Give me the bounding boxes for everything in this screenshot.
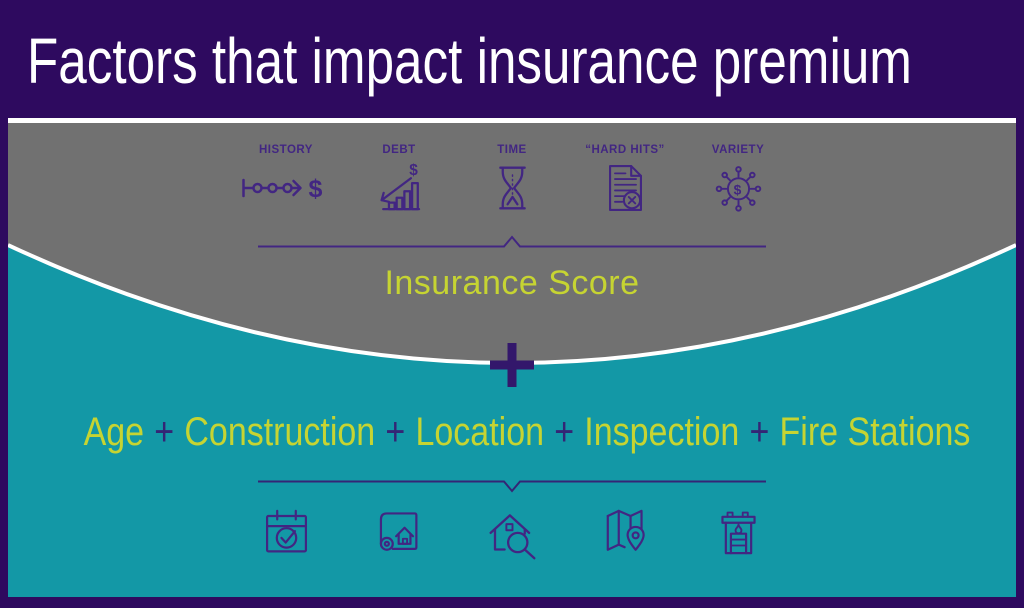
- score-factor-label: HISTORY: [259, 144, 313, 156]
- map-pin-icon: [606, 509, 645, 551]
- score-factor-label: VARIETY: [711, 144, 765, 156]
- premium-factor-icon-location: [569, 505, 682, 559]
- bracket-up-icon: [258, 235, 766, 248]
- score-factor-debt: DEBT $: [343, 138, 456, 215]
- fire-station-icon: [720, 511, 756, 555]
- score-factor-label: TIME: [497, 144, 527, 156]
- plus-separator: +: [554, 410, 575, 454]
- score-factor-time: TIME: [456, 138, 569, 215]
- score-factor-history: HISTORY $: [230, 138, 343, 215]
- premium-factor-icon-fire-station: [682, 505, 795, 559]
- factor-inspection: Inspection: [584, 410, 740, 454]
- hourglass-icon: [498, 166, 526, 210]
- score-factor-hard-hits: “HARD HITS”: [569, 138, 682, 215]
- premium-factor-icon-age: [230, 505, 343, 559]
- score-factors-row: HISTORY $ DEBT: [230, 138, 795, 215]
- plus-separator: +: [385, 410, 406, 454]
- svg-text:$: $: [733, 182, 741, 198]
- plus-icon: [490, 343, 534, 387]
- plus-separator: +: [154, 410, 175, 454]
- factor-fire-stations: Fire Stations: [779, 410, 971, 454]
- score-factor-variety: VARIETY $: [682, 138, 795, 215]
- house-magnifier-icon: [488, 514, 536, 560]
- insurance-score-label: Insurance Score: [384, 264, 640, 302]
- page-title: Factors that impact insurance premium: [27, 25, 912, 97]
- blueprint-house-icon: [379, 512, 417, 551]
- money-variety-icon: $: [715, 166, 761, 212]
- plus-separator: +: [749, 410, 770, 454]
- factor-construction: Construction: [184, 410, 376, 454]
- premium-factor-icon-inspection-house: [456, 505, 569, 560]
- svg-text:$: $: [308, 175, 322, 203]
- debt-chart-icon: $: [379, 162, 420, 211]
- score-factor-label: DEBT: [382, 144, 416, 156]
- svg-text:$: $: [409, 162, 418, 179]
- premium-factor-icon-construction: [343, 505, 456, 559]
- premium-factor-icons-row: [230, 505, 795, 560]
- premium-factors-line: Age+Construction+Location+Inspection+Fir…: [83, 410, 971, 455]
- calendar-check-icon: [265, 509, 307, 553]
- factor-age: Age: [83, 410, 145, 454]
- score-factor-label: “HARD HITS”: [585, 144, 665, 156]
- content-panel: HISTORY $ DEBT: [8, 118, 1016, 597]
- factor-location: Location: [415, 410, 545, 454]
- bracket-down-icon: [258, 480, 766, 493]
- history-timeline-icon: $: [241, 175, 322, 203]
- document-x-icon: [608, 165, 642, 211]
